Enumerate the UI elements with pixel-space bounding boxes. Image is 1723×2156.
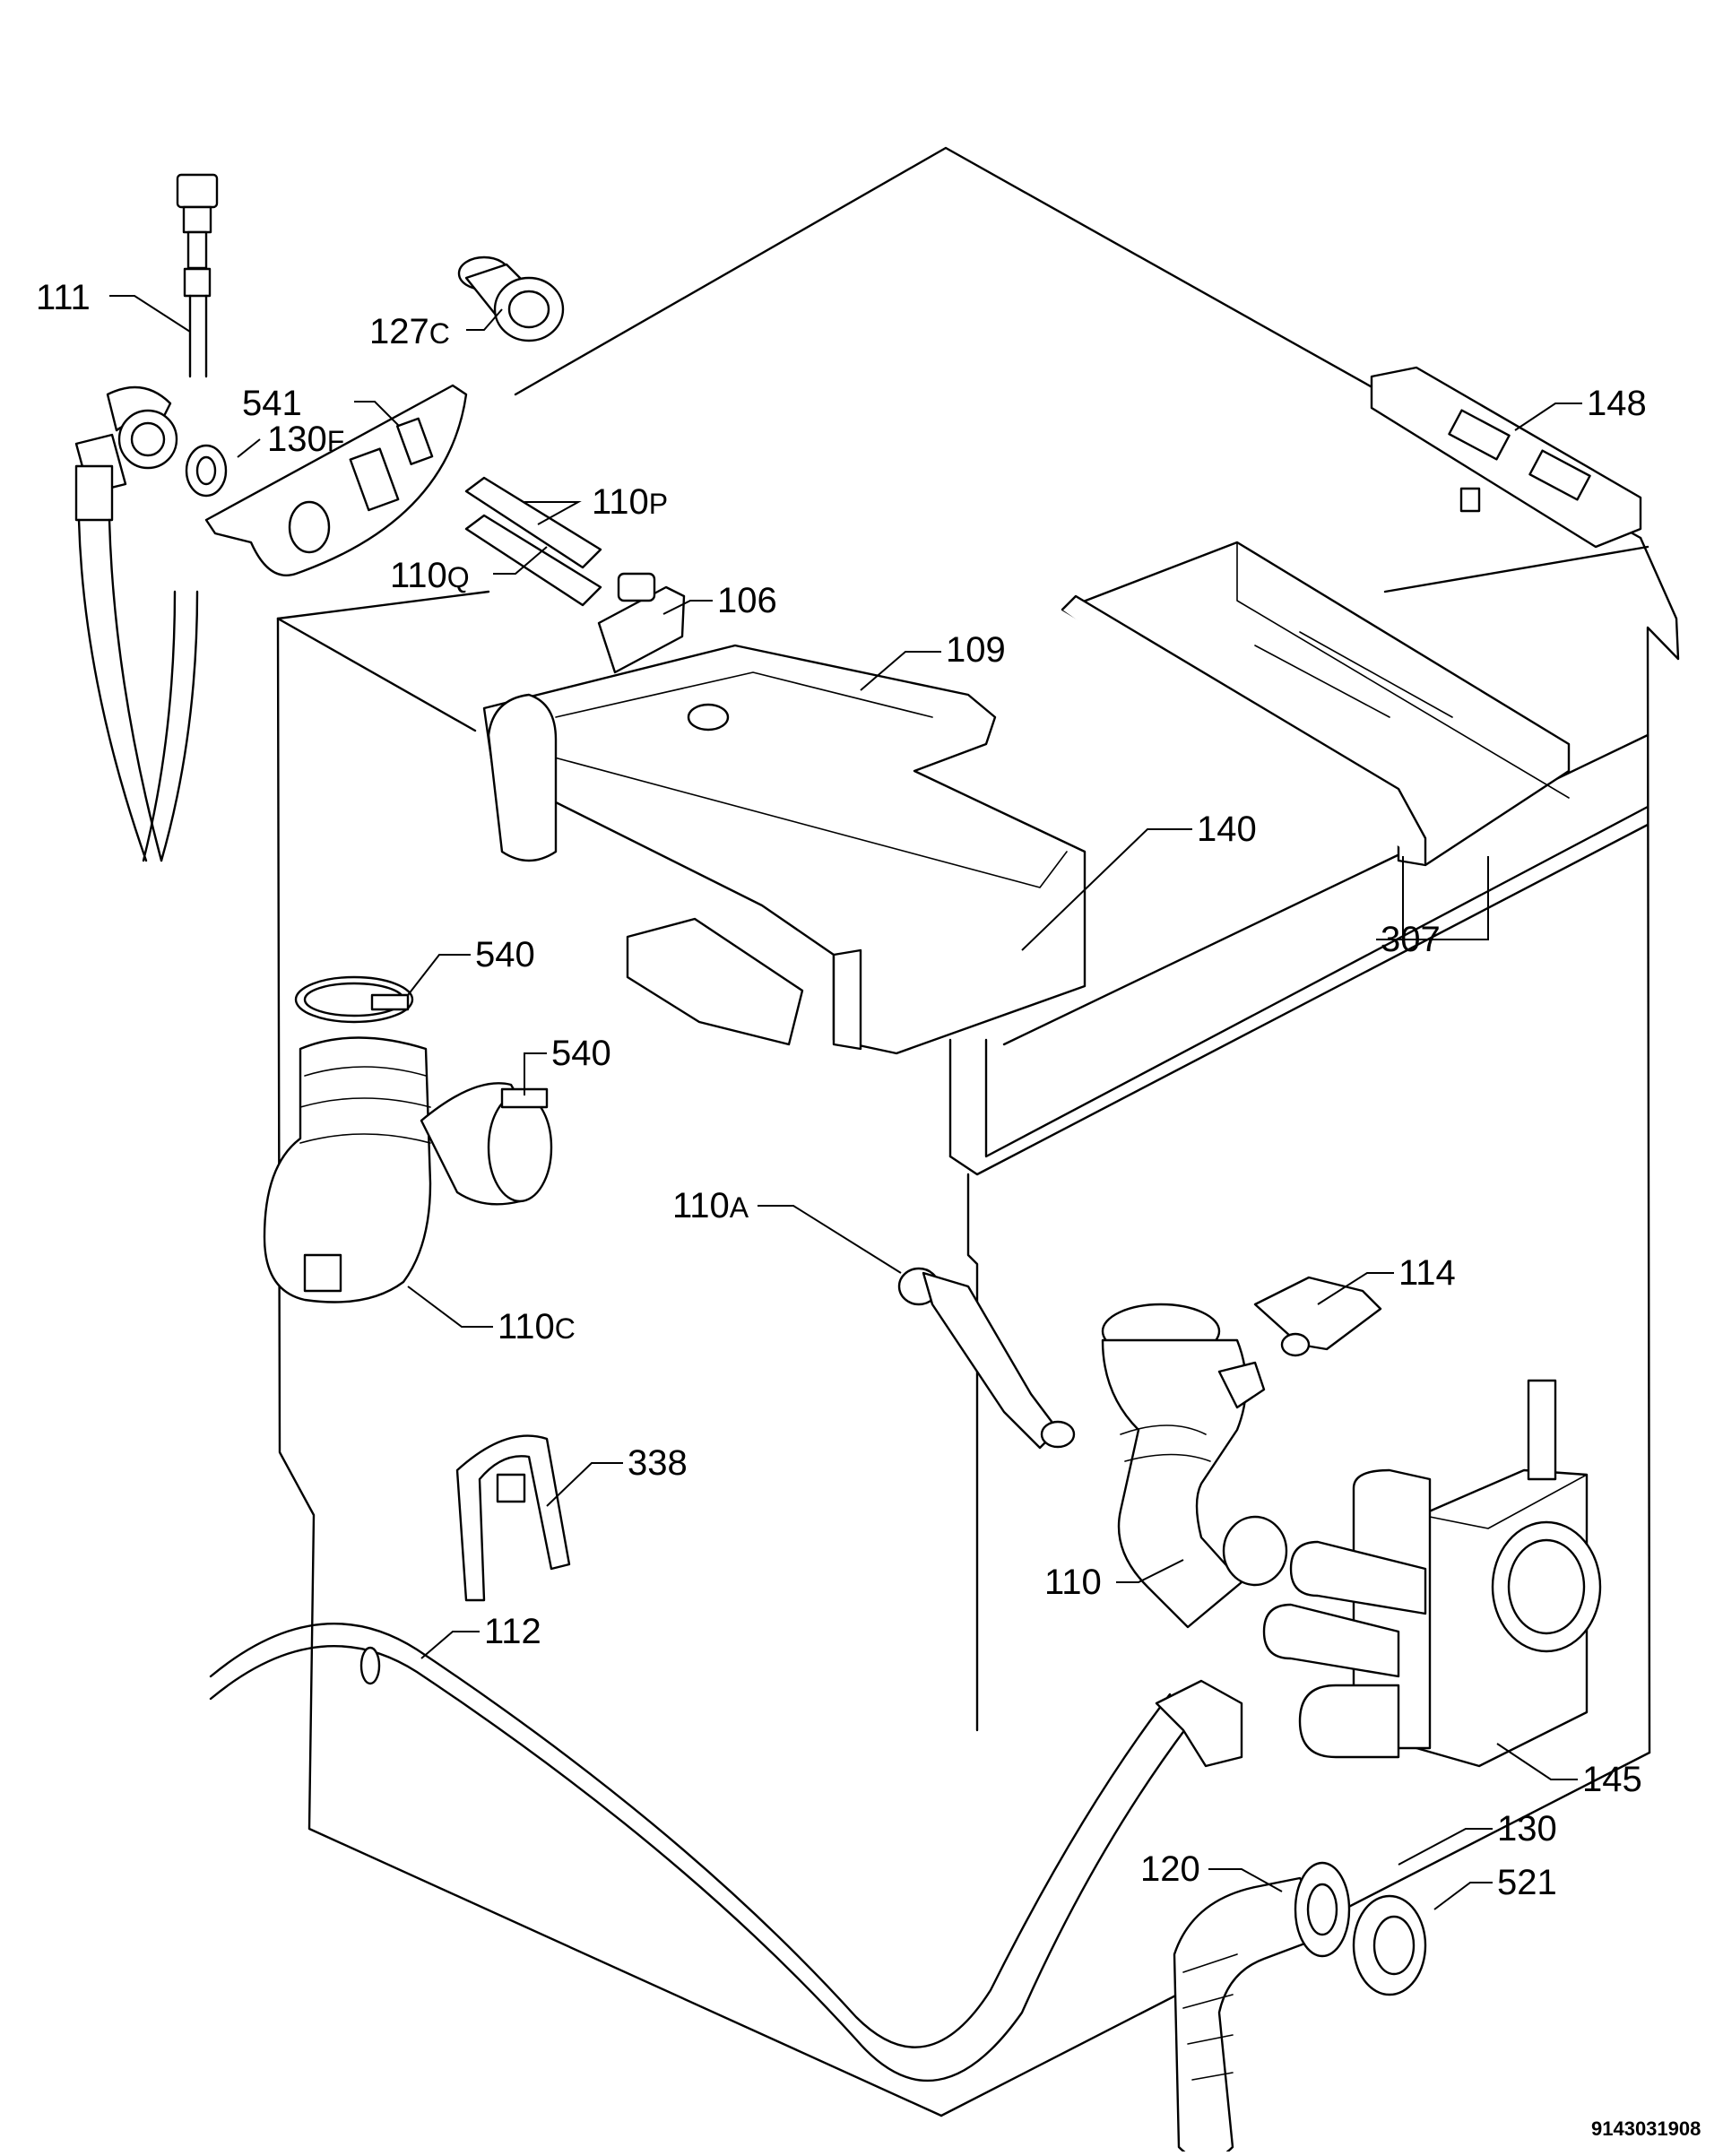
document-number: 9143031908 (1591, 2117, 1701, 2140)
leader-lines (109, 295, 1582, 1910)
label-110c: 110C (498, 1307, 576, 1346)
inlet-hose-111 (74, 173, 219, 862)
label-127c: 127C (369, 312, 451, 351)
label-148: 148 (1587, 384, 1647, 423)
label-110p: 110P (592, 482, 670, 522)
outlet-hose-112 (209, 1622, 1243, 2082)
label-109: 109 (946, 630, 1006, 670)
hoses-110p-110q (464, 476, 602, 607)
clip-114 (1253, 1276, 1382, 1357)
label-307: 307 (1381, 920, 1441, 959)
u-clip-338 (455, 1434, 571, 1602)
label-521: 521 (1497, 1863, 1557, 1902)
label-110: 110 (1044, 1563, 1102, 1602)
dispenser-housing-109-140 (482, 644, 1087, 1055)
label-112: 112 (484, 1612, 541, 1651)
label-130: 130 (1497, 1809, 1557, 1849)
valve-127c (457, 255, 565, 342)
pump-145 (1262, 1379, 1602, 1768)
small-hose-110a (897, 1267, 1076, 1450)
label-145: 145 (1582, 1760, 1642, 1799)
label-540-lower: 540 (551, 1034, 611, 1073)
label-110q: 110Q (390, 556, 471, 595)
label-106: 106 (717, 581, 777, 620)
label-114: 114 (1398, 1253, 1456, 1293)
filter-130f (185, 444, 228, 498)
label-110a: 110A (672, 1186, 750, 1225)
dispenser-drawer-307 (1061, 541, 1571, 867)
bracket-plate-541 (204, 384, 468, 576)
label-120: 120 (1140, 1849, 1200, 1889)
label-540-upper: 540 (475, 935, 535, 974)
label-130f: 130F (267, 420, 346, 459)
label-111: 111 (36, 278, 91, 317)
filter-assembly-120-130-521 (1173, 1861, 1427, 2156)
connector-106 (597, 572, 686, 674)
top-tray-148 (1370, 366, 1642, 549)
drain-hose-110 (1101, 1303, 1288, 1629)
label-140: 140 (1197, 810, 1257, 849)
sump-110c-with-clamps-540 (263, 975, 553, 1303)
label-541: 541 (242, 384, 302, 423)
label-338: 338 (628, 1443, 688, 1483)
